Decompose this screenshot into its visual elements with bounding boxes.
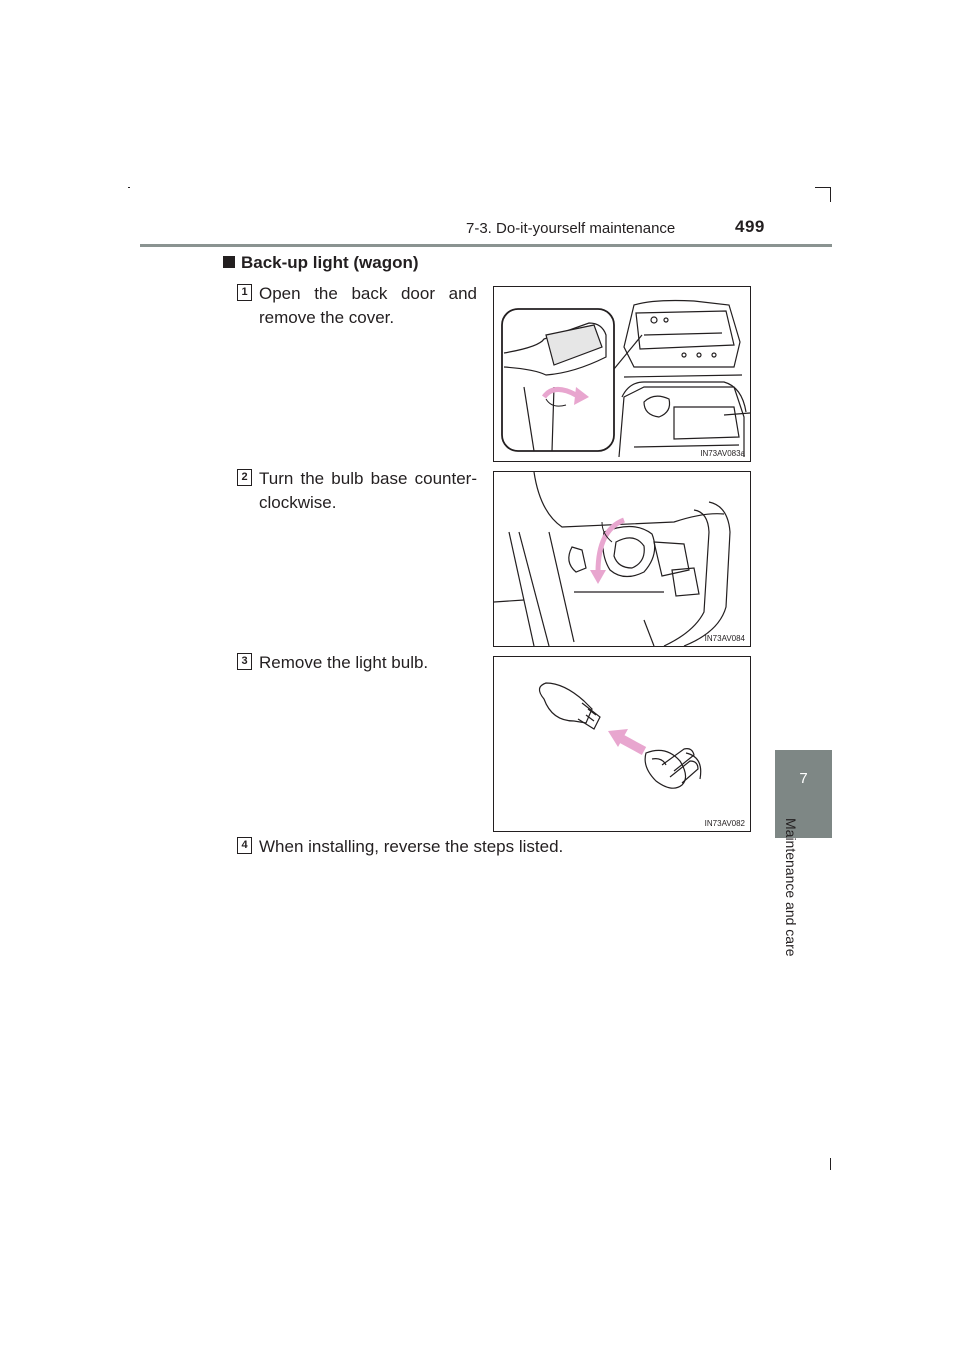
figure-remove-bulb: IN73AV082 <box>493 656 751 832</box>
step-number-3: 3 <box>237 653 252 670</box>
figure-code-1: IN73AV083a <box>700 449 745 458</box>
step-text-1: Open the back door and remove the cover. <box>259 284 477 327</box>
step-text-3: Remove the light bulb. <box>259 653 429 672</box>
step-number-1: 1 <box>237 284 252 301</box>
crop-mark <box>830 1158 831 1170</box>
chapter-number: 7 <box>799 770 808 787</box>
step-text-2: Turn the bulb base counter-clockwise. <box>259 469 477 512</box>
section-title-text: Back-up light (wagon) <box>241 253 419 272</box>
step-number-2: 2 <box>237 469 252 486</box>
section-title: Back-up light (wagon) <box>223 253 419 273</box>
chapter-tab <box>775 750 832 838</box>
figure-bulb-base-turn: IN73AV084 <box>493 471 751 647</box>
page-number: 499 <box>735 217 765 236</box>
chapter-title: Maintenance and care <box>783 818 799 957</box>
light-bulb-illustration <box>538 682 702 789</box>
figure-back-door-cover: IN73AV083a <box>493 286 751 462</box>
header-rule <box>140 244 832 247</box>
step-text-4: When installing, reverse the steps liste… <box>259 837 564 856</box>
crop-mark <box>830 187 831 202</box>
crop-mark <box>128 187 130 188</box>
step-number-4: 4 <box>237 837 252 854</box>
figure-code-3: IN73AV082 <box>704 819 745 828</box>
square-bullet-icon <box>223 256 235 268</box>
back-door-illustration <box>501 299 750 458</box>
crop-mark <box>815 187 831 188</box>
figure-code-2: IN73AV084 <box>704 634 745 643</box>
header-section-title: 7-3. Do-it-yourself maintenance <box>466 220 676 237</box>
bulb-base-illustration <box>494 472 731 646</box>
